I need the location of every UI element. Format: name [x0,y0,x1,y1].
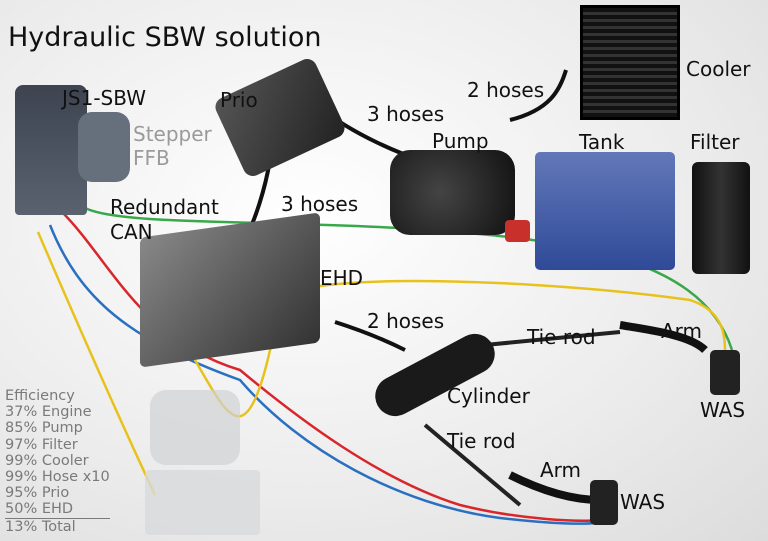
wire-yellow-1 [36,231,157,496]
efficiency-heading: Efficiency [5,388,75,404]
label-prio: Prio [220,88,258,112]
efficiency-item: 50% EHD [5,501,110,519]
label-stepper: Stepper [133,122,212,146]
label-ehd: EHD [320,266,364,290]
label-can: CAN [110,220,153,244]
wire-red [61,211,601,522]
efficiency-item: 97% Filter [5,436,78,453]
tie-rod-upper [484,330,621,347]
label-filter: Filter [690,130,740,154]
cooler-image [580,5,680,120]
label-pump: Pump [432,129,489,153]
efficiency-item: 85% Pump [5,420,83,437]
label-arm-upper: Arm [661,319,703,343]
hose-cooler-pump [509,69,568,122]
label-tie-rod-lower: Tie rod [447,429,516,453]
efficiency-item: 37% Engine [5,404,92,421]
tie-rod-lower [423,423,522,507]
label-was-upper: WAS [700,398,746,422]
label-js1-sbw: JS1-SBW [62,86,147,110]
efficiency-item: 99% Hose x10 [5,469,110,486]
joystick-image [15,85,87,215]
hose-cylinder [334,320,406,352]
engine-image-faded [150,390,240,465]
was-sensor-upper [710,350,740,395]
stepper-ffb-image [78,112,130,182]
label-redundant: Redundant [110,195,219,219]
label-cooler: Cooler [686,57,751,81]
pump-shaft-icon [505,220,530,242]
ehd-valve-image [140,212,320,368]
filter-image [692,162,750,274]
label-cylinder: Cylinder [447,384,530,408]
efficiency-total: 13% Total [5,518,76,535]
battery-image-faded [145,470,260,535]
label-arm-lower: Arm [540,458,582,482]
label-hoses-pump: 3 hoses [367,102,445,126]
pump-image [390,150,515,235]
was-sensor-lower [590,480,618,525]
tank-image [535,152,675,270]
efficiency-item: 95% Prio [5,485,70,502]
label-was-lower: WAS [620,490,666,514]
label-tie-rod-upper: Tie rod [527,325,596,349]
label-tank: Tank [579,130,625,154]
efficiency-list: Efficiency 37% Engine 85% Pump 97% Filte… [5,388,110,535]
page-title: Hydraulic SBW solution [8,22,322,53]
arm-upper [619,321,708,354]
efficiency-item: 99% Cooler [5,452,89,469]
label-hoses-cylinder: 2 hoses [367,309,445,333]
label-ffb: FFB [133,146,170,170]
label-hoses-cooler: 2 hoses [467,78,545,102]
wire-blue [48,224,601,525]
label-hoses-prio: 3 hoses [281,192,359,216]
